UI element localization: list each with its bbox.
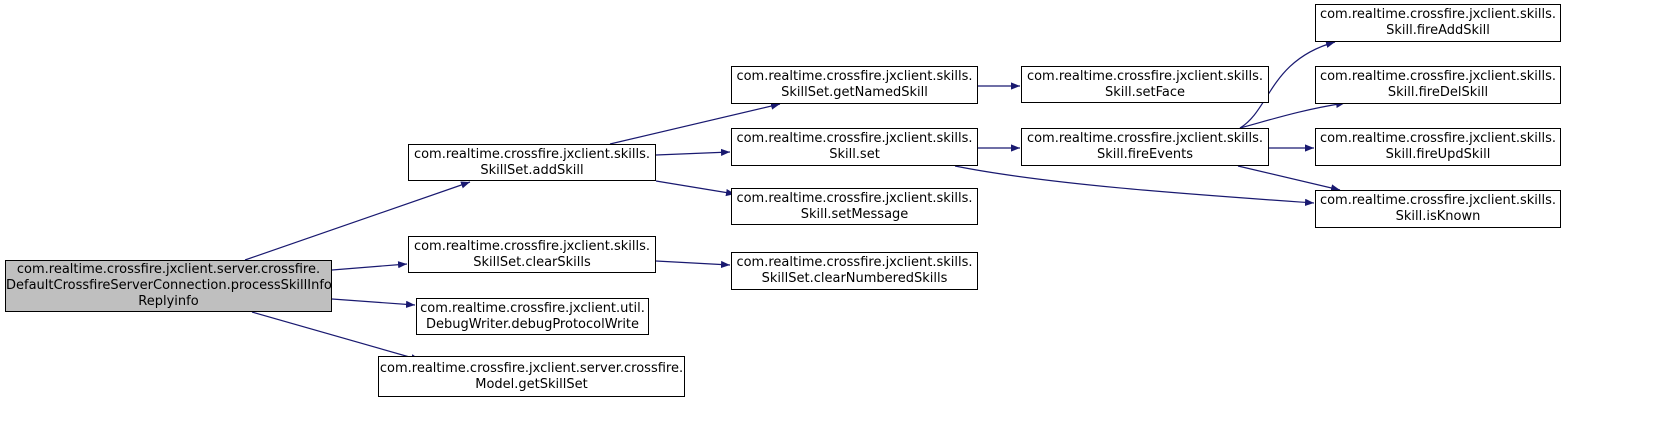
node-skillset-clearnumberedskills[interactable]: com.realtime.crossfire.jxclient.skills. … <box>731 252 978 290</box>
edge-root-to-getSkillSet <box>251 311 421 361</box>
node-label-line: Skill.fireUpdSkill <box>1385 147 1491 162</box>
node-label-line: com.realtime.crossfire.jxclient.skills. <box>413 146 651 162</box>
node-label-line: com.realtime.crossfire.jxclient.skills. <box>736 190 973 206</box>
node-label-line: Skill.fireEvents <box>1096 147 1193 162</box>
node-label-line: com.realtime.crossfire.jxclient.skills. <box>1319 69 1557 84</box>
node-label-line: com.realtime.crossfire.jxclient.skills. <box>413 238 651 254</box>
node-skill-set[interactable]: com.realtime.crossfire.jxclient.skills. … <box>731 128 978 166</box>
edge-skillSet-to-isKnown <box>954 165 1315 206</box>
node-skill-setface[interactable]: com.realtime.crossfire.jxclient.skills. … <box>1021 66 1269 103</box>
edge-addSkill-to-getNamedSkill <box>609 102 781 145</box>
node-label-line: DefaultCrossfireServerConnection.process… <box>6 278 332 293</box>
edge-root-to-debugWrite <box>331 298 416 308</box>
edge-fireEvents-to-fireAdd <box>1239 40 1336 129</box>
node-label-line: Skill.fireAddSkill <box>1386 23 1490 38</box>
node-label-line: com.realtime.crossfire.jxclient.server.c… <box>379 360 684 376</box>
node-label-line: com.realtime.crossfire.jxclient.skills. <box>1026 68 1264 84</box>
node-label-line: Skill.set <box>829 147 880 162</box>
node-skill-isknown[interactable]: com.realtime.crossfire.jxclient.skills. … <box>1315 190 1561 228</box>
node-model-getskillset[interactable]: com.realtime.crossfire.jxclient.server.c… <box>378 356 685 397</box>
node-skill-fireaddskill[interactable]: com.realtime.crossfire.jxclient.skills. … <box>1315 4 1561 42</box>
node-process-skill-info-replyinfo[interactable]: com.realtime.crossfire.jxclient.server.c… <box>5 260 332 312</box>
edge-addSkill-to-setMessage <box>655 180 736 197</box>
node-skill-setmessage[interactable]: com.realtime.crossfire.jxclient.skills. … <box>731 188 978 225</box>
node-label-line: SkillSet.clearSkills <box>473 254 591 270</box>
node-label-line: com.realtime.crossfire.jxclient.skills. <box>1319 7 1557 22</box>
node-debugwriter-debugprotocolwrite[interactable]: com.realtime.crossfire.jxclient.util. De… <box>416 298 649 335</box>
edge-root-to-clearSkills <box>331 261 408 271</box>
node-label-line: DebugWriter.debugProtocolWrite <box>425 316 640 332</box>
node-label-line: Replyinfo <box>138 294 199 309</box>
node-skillset-getnamedskill[interactable]: com.realtime.crossfire.jxclient.skills. … <box>731 66 978 104</box>
node-label-line: Skill.fireDelSkill <box>1387 85 1489 100</box>
node-label-line: Skill.isKnown <box>1395 209 1481 224</box>
node-skillset-clearskills[interactable]: com.realtime.crossfire.jxclient.skills. … <box>408 236 656 273</box>
node-label-line: com.realtime.crossfire.jxclient.server.c… <box>16 262 321 277</box>
node-label-line: com.realtime.crossfire.jxclient.skills. <box>1319 131 1557 146</box>
node-skill-firedelskill[interactable]: com.realtime.crossfire.jxclient.skills. … <box>1315 66 1561 104</box>
node-label-line: Skill.setFace <box>1104 84 1185 100</box>
node-label-line: SkillSet.clearNumberedSkills <box>761 271 948 286</box>
node-label-line: SkillSet.addSkill <box>480 162 584 178</box>
edge-fireEvents-to-isKnown <box>1237 165 1341 192</box>
edge-fireEvents-to-fireDel <box>1239 100 1346 129</box>
edge-addSkill-to-skillSet <box>655 148 731 156</box>
node-skill-fireupdskill[interactable]: com.realtime.crossfire.jxclient.skills. … <box>1315 128 1561 166</box>
node-label-line: Skill.setMessage <box>800 206 909 222</box>
node-label-line: com.realtime.crossfire.jxclient.skills. <box>1319 193 1557 208</box>
node-label-line: Model.getSkillSet <box>475 376 588 392</box>
node-label-line: com.realtime.crossfire.jxclient.skills. <box>736 131 973 146</box>
node-skill-fireevents[interactable]: com.realtime.crossfire.jxclient.skills. … <box>1021 128 1269 166</box>
node-label-line: SkillSet.getNamedSkill <box>781 85 928 100</box>
node-label-line: com.realtime.crossfire.jxclient.skills. <box>1026 131 1264 146</box>
node-label-line: com.realtime.crossfire.jxclient.skills. <box>736 69 973 84</box>
node-skillset-addskill[interactable]: com.realtime.crossfire.jxclient.skills. … <box>408 144 656 181</box>
edge-root-to-addSkill <box>244 181 471 261</box>
node-label-line: com.realtime.crossfire.jxclient.skills. <box>736 255 973 270</box>
node-label-line: com.realtime.crossfire.jxclient.util. <box>420 300 645 316</box>
edge-clearSkills-to-clearNumbered <box>655 260 731 269</box>
